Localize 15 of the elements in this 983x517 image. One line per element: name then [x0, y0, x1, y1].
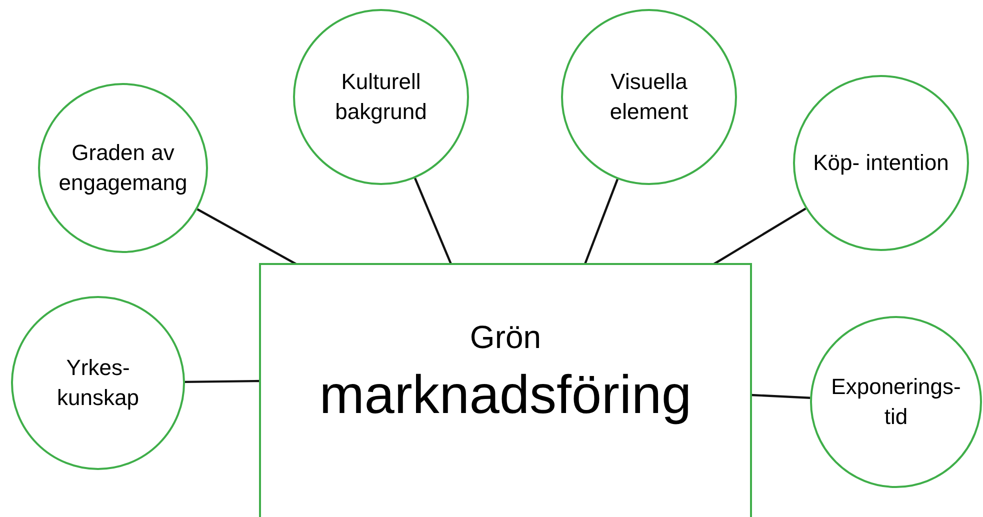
topic-label: Visuella element [608, 68, 690, 126]
topic-label: Graden av engagemang [58, 139, 188, 197]
connector-line [713, 208, 806, 265]
title-prefix: Grön [470, 318, 542, 357]
connector-line [196, 208, 297, 265]
topic-label: Köp- intention [813, 149, 949, 177]
topic-label: Exponerings- tid [830, 373, 962, 431]
connector-line [750, 394, 810, 399]
topic-label: Yrkes- kunskap [56, 354, 140, 412]
central-title: marknadsföring [319, 364, 692, 427]
connector-line [184, 380, 260, 384]
central-box [259, 263, 752, 517]
connector-line [584, 178, 619, 264]
topic-label: Kulturell bakgrund [334, 68, 428, 126]
connector-line [414, 178, 452, 264]
